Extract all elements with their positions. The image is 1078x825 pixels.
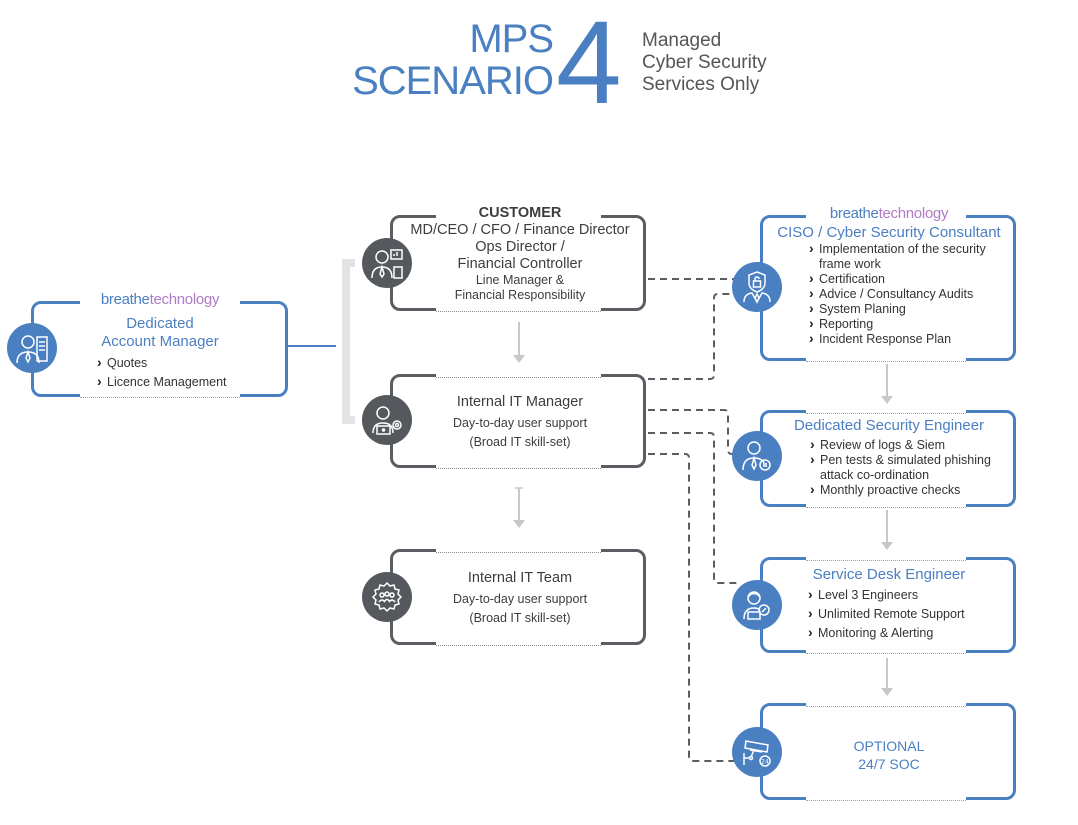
subtitle-line-1: Managed — [642, 30, 722, 51]
arrow-customer-to-it-manager — [513, 322, 525, 363]
list-item: Monitoring & Alerting — [808, 623, 1012, 643]
list-item: Incident Response Plan — [809, 331, 1012, 347]
account-manager-icon — [7, 323, 57, 373]
subtitle-line-3: Services Only — [642, 74, 760, 95]
list-item: Advice / Consultancy Audits — [809, 286, 1012, 302]
engineer-gear-icon — [732, 431, 782, 481]
account-manager-items: Quotes Licence Management — [97, 353, 260, 392]
list-item: Review of logs & Siem — [810, 437, 1012, 453]
arrow-it-manager-to-it-team — [513, 487, 525, 528]
it-team-line-2: (Broad IT skill-set) — [469, 611, 571, 625]
list-item: Pen tests & simulated phishing attack co… — [810, 452, 1010, 483]
list-item: Certification — [809, 271, 1012, 287]
ciso-items: Implementation of the security frame wor… — [809, 241, 1012, 347]
title-line-2: SCENARIO — [352, 59, 554, 103]
list-item: Quotes — [97, 353, 260, 373]
service-desk-items: Level 3 Engineers Unlimited Remote Suppo… — [808, 585, 1012, 643]
customer-line-5: Financial Responsibility — [454, 288, 586, 302]
list-item: Level 3 Engineers — [808, 585, 1012, 605]
it-team-line-1: Day-to-day user support — [452, 592, 588, 606]
customer-line-2: Ops Director / — [475, 239, 565, 255]
service-desk-title: Service Desk Engineer — [812, 566, 966, 583]
security-shield-icon — [732, 262, 782, 312]
customer-heading: CUSTOMER — [478, 205, 562, 221]
dash-it-manager-to-service-desk — [648, 432, 740, 584]
list-item: Reporting — [809, 316, 1012, 332]
dash-it-manager-to-security-engineer — [648, 409, 735, 455]
ciso-title: CISO / Cyber Security Consultant — [777, 224, 1001, 241]
it-manager-icon — [362, 395, 412, 445]
dash-it-manager-to-ciso — [648, 293, 735, 380]
customer-line-1: MD/CEO / CFO / Finance Director — [410, 222, 630, 238]
list-item: System Planing — [809, 301, 1012, 317]
list-item: Licence Management — [97, 372, 260, 392]
soc-line-2: 24/7 SOC — [858, 756, 920, 772]
customer-bracket — [342, 259, 355, 424]
arrow-ciso-to-security-engineer — [881, 364, 893, 404]
security-engineer-title: Dedicated Security Engineer — [793, 417, 985, 434]
arrow-service-desk-to-soc — [881, 658, 893, 696]
it-manager-title: Internal IT Manager — [456, 394, 584, 410]
svg-text:24: 24 — [761, 759, 769, 766]
scenario-title: MPS SCENARIO — [348, 17, 554, 103]
scenario-subtitle: Managed Cyber Security Services Only — [642, 30, 767, 96]
brand-logo: breathetechnology — [829, 205, 949, 222]
support-engineer-icon — [732, 580, 782, 630]
executive-icon — [362, 238, 412, 288]
brand-logo: breathetechnology — [100, 291, 220, 308]
list-item: Monthly proactive checks — [810, 482, 1012, 498]
customer-line-3: Financial Controller — [457, 256, 583, 272]
scenario-number: 4 — [556, 0, 622, 129]
subtitle-line-2: Cyber Security — [642, 52, 767, 73]
list-item: Implementation of the security frame wor… — [809, 241, 1004, 272]
soc-line-1: OPTIONAL — [853, 738, 925, 754]
dash-it-manager-to-soc — [648, 453, 735, 762]
title-line-1: MPS — [469, 17, 554, 61]
it-manager-line-1: Day-to-day user support — [452, 416, 588, 430]
it-team-title: Internal IT Team — [467, 570, 573, 586]
security-engineer-items: Review of logs & Siem Pen tests & simula… — [810, 437, 1012, 498]
team-gear-icon — [362, 572, 412, 622]
it-manager-line-2: (Broad IT skill-set) — [469, 435, 571, 449]
list-item: Unlimited Remote Support — [808, 604, 1012, 624]
cctv-24-icon: 24 — [732, 727, 782, 777]
customer-line-4: Line Manager & — [475, 273, 565, 287]
arrow-security-engineer-to-service-desk — [881, 510, 893, 550]
account-manager-title: Dedicated Account Manager — [101, 315, 219, 350]
